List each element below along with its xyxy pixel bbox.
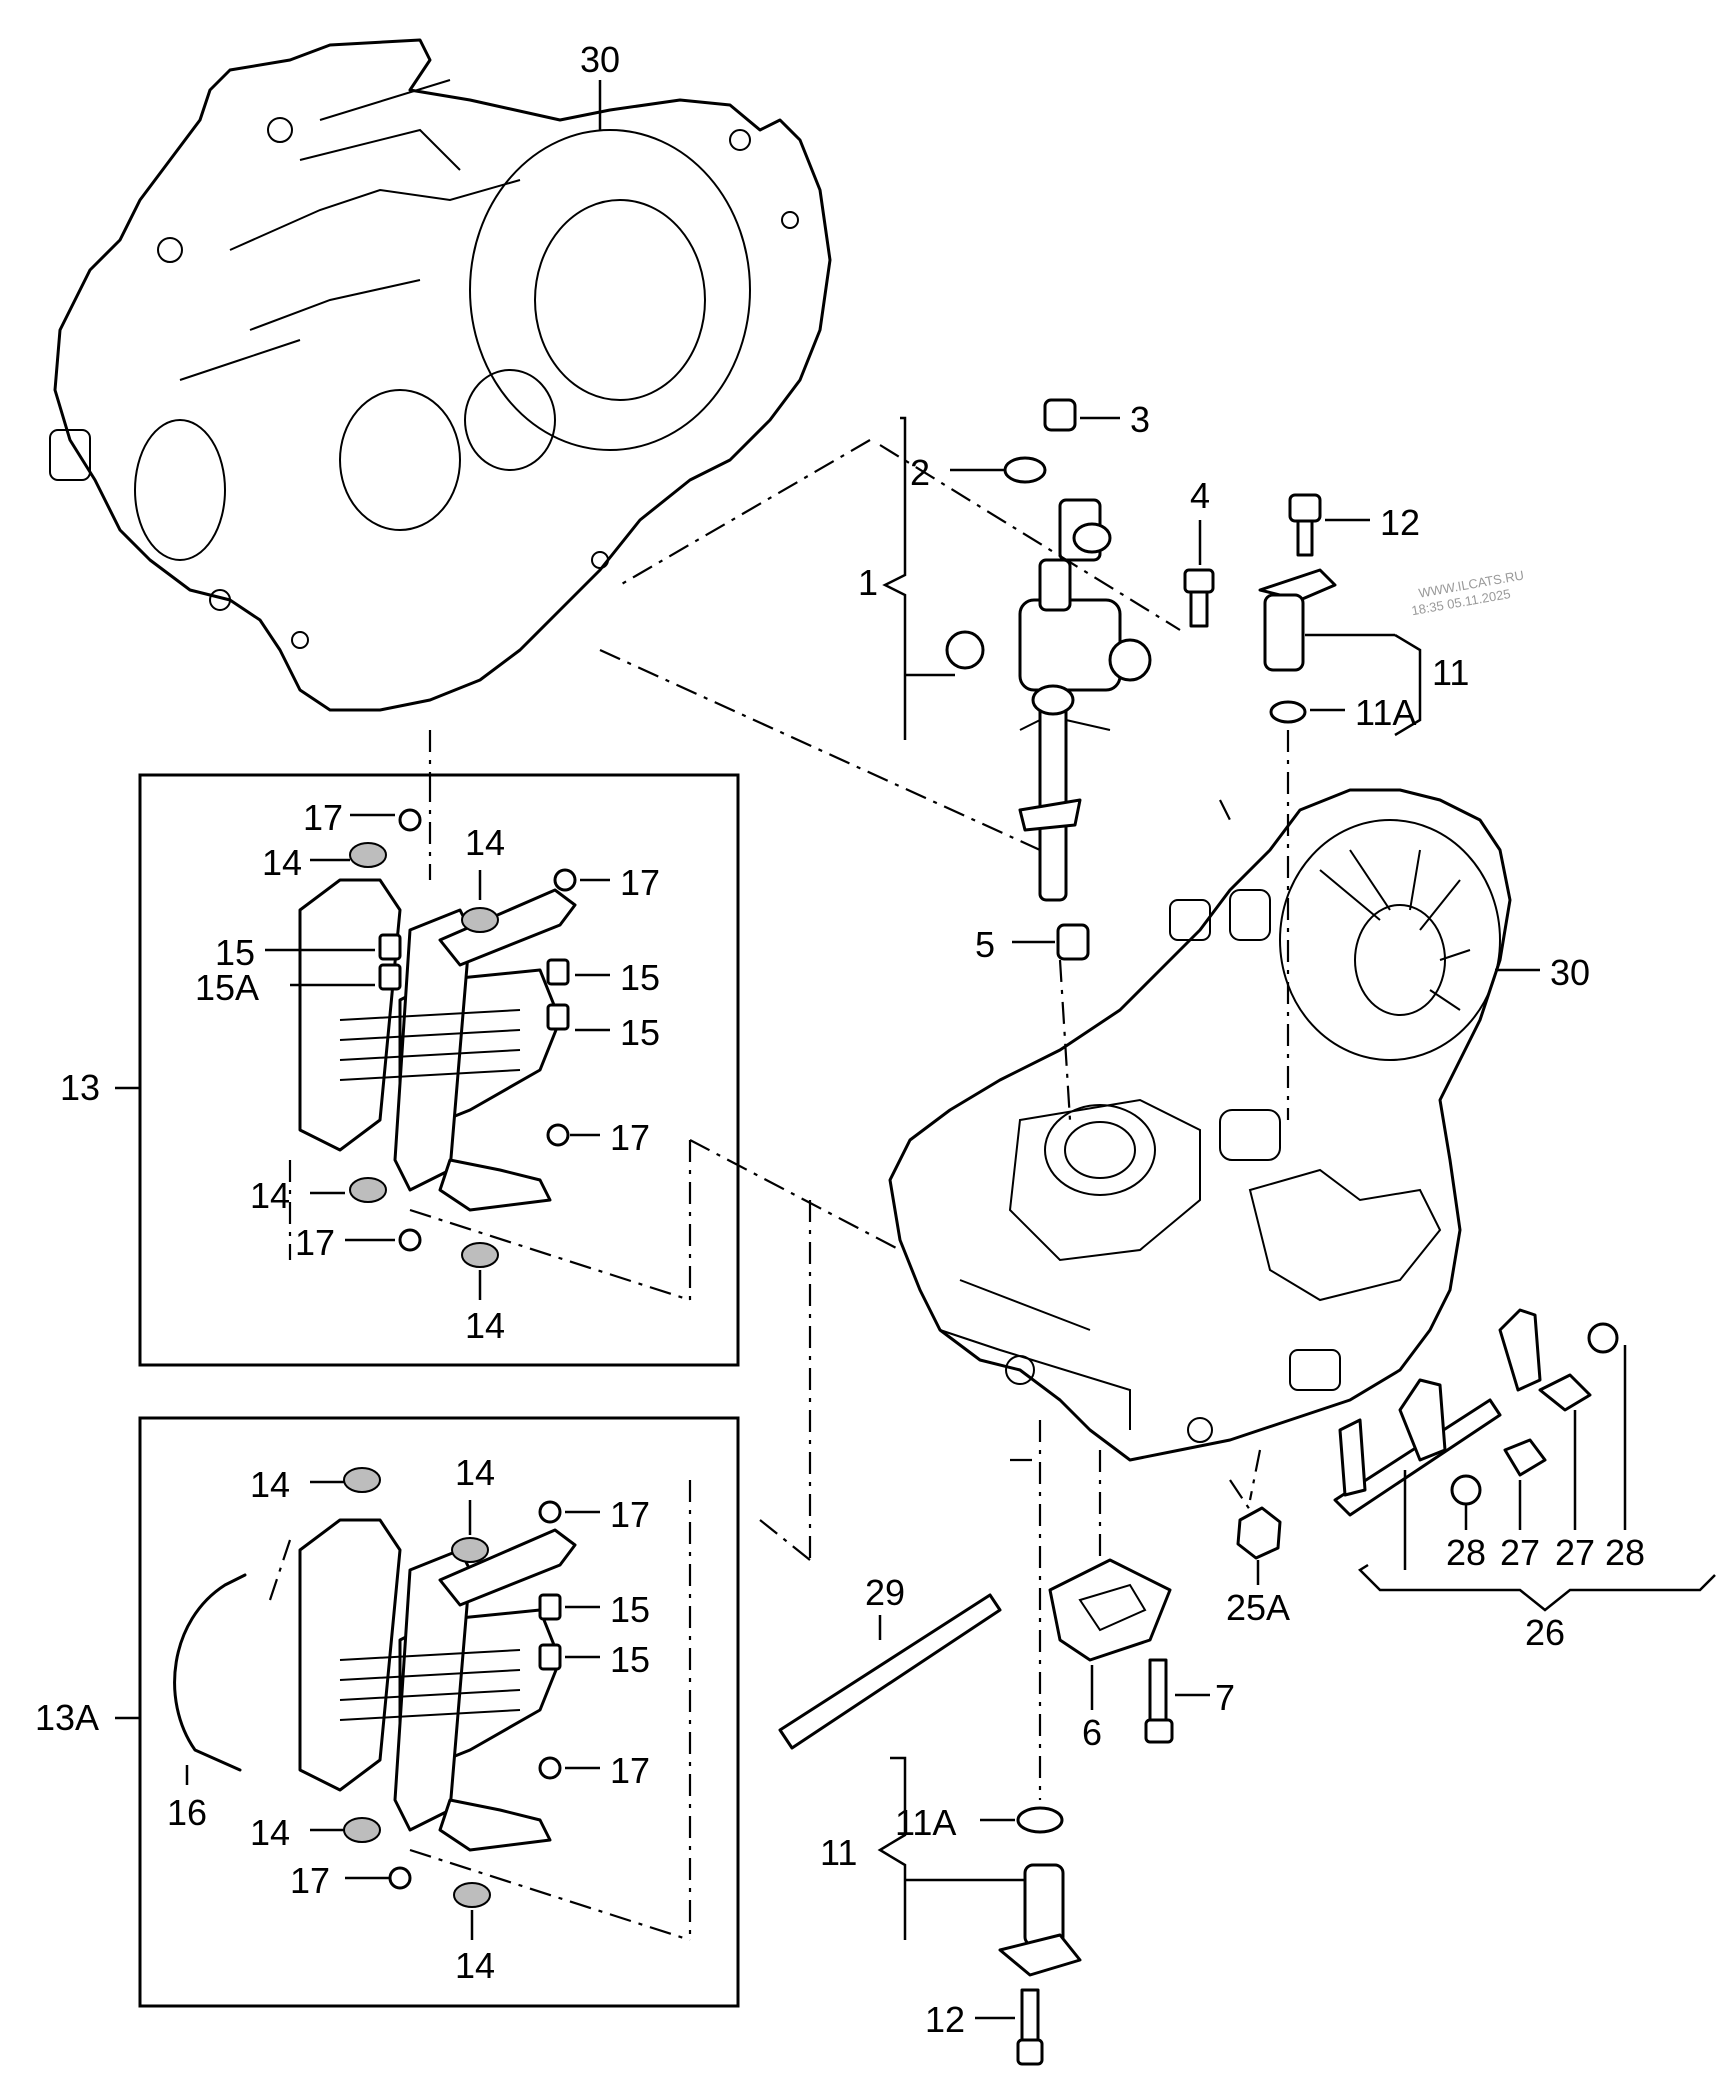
callout-14-c: 14 [250,1175,290,1216]
callout-30-right: 30 [1550,952,1590,993]
callout-11a-top: 11A [1355,692,1416,733]
rod-part-29 [778,1593,1002,1750]
watermark: WWW.ILCATS.RU 18:35 05.11.2025 [1410,567,1525,618]
callout-14-h: 14 [455,1945,495,1986]
callout-17-g: 17 [290,1860,330,1901]
callout-15-b: 15 [620,957,660,998]
callout-16: 16 [167,1792,207,1833]
assembly-lines [428,439,1290,1800]
callout-25a: 25A [1226,1587,1290,1628]
callout-26: 26 [1525,1612,1565,1653]
callout-12-bottom: 12 [925,1999,965,2040]
callout-17-e: 17 [610,1494,650,1535]
callout-27-b: 27 [1555,1532,1595,1573]
callout-14-f: 14 [455,1452,495,1493]
callout-14-d: 14 [465,1305,505,1346]
callout-17-f: 17 [610,1750,650,1791]
callout-17-a: 17 [303,797,343,838]
seal-ring-part-2 [1003,456,1047,484]
housing-right [888,788,1512,1462]
selector-shaft-assembly [945,498,1152,902]
callout-7: 7 [1215,1677,1235,1718]
plug-part-11-bottom [1023,1863,1065,1947]
housing-upper-left [49,38,832,712]
callout-15-c: 15 [620,1012,660,1053]
plug-part-11-top [1263,593,1305,672]
bolt-part-12-bottom [1016,2038,1044,2066]
cover-part-6 [1048,1558,1172,1662]
bolt-part-12-top [1288,493,1322,523]
lever-arm-part-26-c [1338,1418,1367,1497]
bolt-part-4-shank [1189,590,1209,628]
seal-part-11a-bottom [1016,1806,1064,1834]
callout-11-bottom: 11 [820,1832,857,1873]
inset-box-13a [138,1416,740,2008]
small-parts [778,398,1619,2066]
washer-part-28-b [1450,1474,1482,1506]
seal-part-11a-top [1269,700,1307,724]
callout-14-g: 14 [250,1812,290,1853]
callout-17-b: 17 [620,862,660,903]
bolt-part-7 [1144,1718,1174,1744]
callout-15-e: 15 [610,1639,650,1680]
callout-5: 5 [975,924,995,965]
callout-11-top: 11 [1432,652,1469,693]
plug-part-11-bottom-flange [998,1933,1082,1977]
callout-15-d: 15 [610,1589,650,1630]
callout-13a: 13A [35,1697,99,1738]
callout-14-e: 14 [250,1464,290,1505]
callout-30-top: 30 [580,39,620,80]
lever-arm-part-26-a [1398,1378,1447,1462]
nut-part-25a [1236,1506,1282,1560]
callout-14-a: 14 [262,842,302,883]
callout-29: 29 [865,1572,905,1613]
callout-labels: 30 3 2 4 12 1 11 11A 5 30 13 17 14 14 17… [35,39,1645,2040]
bolt-part-27-b [1503,1438,1547,1477]
callout-15a: 15A [195,967,259,1008]
bolt-part-27-a [1538,1373,1592,1412]
callout-11a-bottom: 11A [895,1802,956,1843]
bolt-part-4 [1183,568,1215,594]
leader-lines [115,80,1716,2020]
callout-28-a: 28 [1446,1532,1486,1573]
bolt-part-7-shank [1148,1658,1168,1722]
callout-3: 3 [1130,399,1150,440]
bushing-part-5 [1056,923,1090,961]
callout-28-b: 28 [1605,1532,1645,1573]
bolt-part-12-top-shank [1296,519,1314,557]
callout-15-a: 15 [215,932,255,973]
callout-14-b: 14 [465,822,505,863]
cap-part-3 [1043,398,1077,432]
callout-12-top: 12 [1380,502,1420,543]
callout-27-a: 27 [1500,1532,1540,1573]
callout-17-c: 17 [610,1117,650,1158]
callout-6: 6 [1082,1712,1102,1753]
inset-box-13 [138,773,740,1367]
callout-13: 13 [60,1067,100,1108]
callout-4: 4 [1190,475,1210,516]
washer-part-28-a [1587,1322,1619,1354]
callout-17-d: 17 [295,1222,335,1263]
callout-1: 1 [858,562,878,603]
callout-2: 2 [910,452,930,493]
bolt-part-12-bottom-shank [1020,1988,1040,2042]
lever-arm-part-26-b [1498,1308,1542,1392]
